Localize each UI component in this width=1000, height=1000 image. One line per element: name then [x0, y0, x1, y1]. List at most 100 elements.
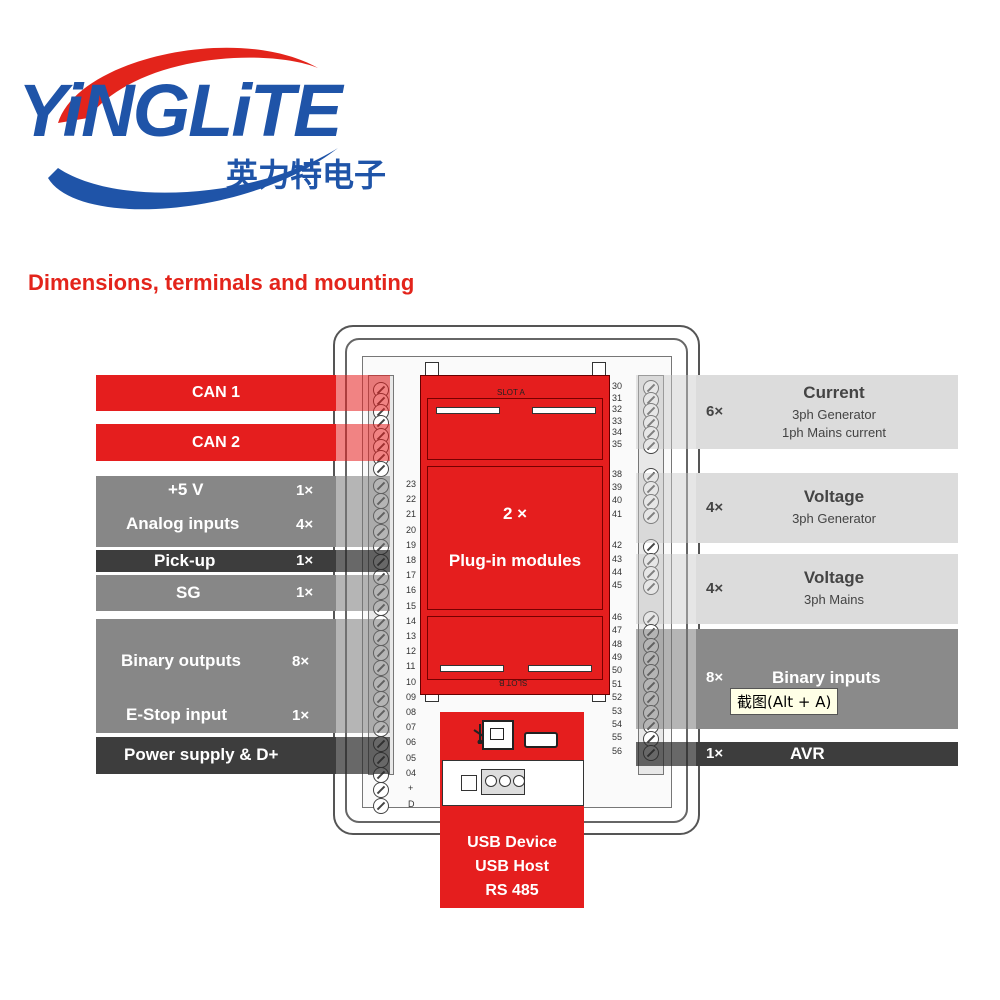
usb-device-port: [482, 720, 514, 750]
plugin-module-center: [427, 466, 603, 610]
can1-overlay: [336, 375, 390, 411]
terminal-number: 53: [612, 705, 623, 716]
terminal-number: 48: [612, 638, 623, 649]
plus5v-count: 1×: [296, 482, 314, 499]
terminal-number: 55: [612, 732, 623, 743]
page-title: Dimensions, terminals and mounting: [28, 270, 415, 295]
terminal-number: 50: [612, 665, 623, 676]
usb-host-label: USB Host: [475, 858, 549, 875]
usb-symbol-icon: [470, 722, 490, 745]
terminal-screw: [643, 507, 659, 524]
avr-count: 1×: [706, 745, 724, 762]
terminal-number: 21: [406, 509, 417, 520]
voltage-gen-overlay: [636, 473, 696, 543]
terminal-number: 09: [406, 691, 417, 702]
terminal-number: 39: [612, 482, 623, 492]
terminal-number: 54: [612, 719, 623, 729]
terminal-number: 05: [406, 752, 417, 763]
power-overlay: [336, 737, 390, 774]
logo-chinese-name: 英力特电子: [226, 156, 387, 194]
terminal-number: 49: [612, 652, 623, 662]
terminal-number: 32: [612, 404, 623, 415]
terminal-number: 22: [406, 494, 417, 505]
plus5v-label: +5 V: [168, 480, 204, 499]
binary-outputs-band: Binary outputs 8× E-Stop input 1×: [96, 619, 336, 733]
voltage-mains-sub: 3ph Mains: [804, 592, 864, 607]
mounting-hole: [592, 362, 606, 376]
voltage-gen-band: 4× Voltage 3ph Generator: [696, 473, 958, 543]
terminal-number: 47: [612, 625, 623, 636]
current-sub1: 3ph Generator: [792, 407, 876, 422]
terminal-screw: [373, 461, 389, 477]
rs485-label: RS 485: [485, 882, 539, 899]
slot-b: [427, 616, 603, 680]
terminal-number: 08: [406, 707, 417, 717]
current-label: Current: [803, 383, 865, 402]
sg-band: SG 1×: [96, 575, 336, 611]
terminal-number: 40: [612, 495, 623, 506]
terminal-number: 06: [406, 737, 417, 748]
voltage-gen-sub: 3ph Generator: [792, 511, 876, 526]
pickup-overlay: [336, 550, 390, 572]
slot-b-label: SLOT B: [499, 678, 528, 687]
terminal-number: 31: [612, 392, 623, 403]
terminal-number: 34: [612, 427, 623, 438]
estop-label: E-Stop input: [126, 705, 228, 724]
terminal-number: 15: [406, 600, 417, 611]
terminal-screw: [373, 798, 389, 814]
can1-label: CAN 1: [191, 384, 240, 401]
terminal-screw: [373, 782, 389, 798]
current-overlay: [636, 375, 696, 449]
logo-swoosh-icon: [48, 47, 338, 210]
sg-label: SG: [176, 583, 201, 602]
analog-band: +5 V 1× Analog inputs 4×: [96, 476, 336, 547]
sg-count: 1×: [296, 584, 314, 601]
terminal-number: 18: [406, 555, 417, 565]
voltage-mains-overlay: [636, 554, 696, 624]
terminal-number: 17: [406, 570, 417, 581]
mounting-hole: [425, 362, 439, 376]
voltage-gen-label: Voltage: [803, 487, 865, 506]
binary-outputs-count: 8×: [292, 653, 310, 670]
binary-outputs-label: Binary outputs: [121, 651, 241, 670]
analog-label: Analog inputs: [126, 514, 240, 533]
can2-overlay: [336, 424, 390, 461]
binary-inputs-label: Binary inputs: [772, 668, 881, 687]
power-label: Power supply & D+: [124, 745, 279, 764]
terminal-screw: [643, 579, 659, 596]
terminal-number: 11: [406, 661, 416, 672]
slot-a: [427, 398, 603, 460]
binary-outputs-overlay: [336, 619, 390, 733]
terminal-screw: [643, 438, 659, 454]
usb-device-label: USB Device: [467, 834, 557, 851]
usb-rs485-area: USB Device USB Host RS 485: [440, 712, 584, 908]
plugin-modules-area: SLOT A SLOT B 2 × Plug-in modules: [420, 375, 610, 695]
analog-count: 4×: [296, 516, 314, 533]
screenshot-tooltip: 截图(Alt + A): [730, 688, 839, 715]
can1-band: CAN 1: [96, 375, 336, 411]
binary-inputs-overlay: [636, 629, 696, 729]
terminal-mark: +: [408, 783, 414, 793]
plugin-count: 2 ×: [502, 504, 528, 523]
pickup-count: 1×: [296, 552, 314, 569]
logo-wordmark: YiNGLiTE: [18, 69, 342, 152]
analog-overlay: [336, 476, 390, 547]
terminal-number: 56: [612, 745, 623, 756]
slot-a-label: SLOT A: [497, 388, 525, 397]
voltage-mains-label: Voltage: [803, 568, 865, 587]
pickup-label: Pick-up: [154, 551, 216, 570]
avr-overlay: [636, 742, 696, 766]
voltage-mains-band: 4× Voltage 3ph Mains: [696, 554, 958, 624]
can2-label: CAN 2: [191, 433, 240, 451]
terminal-number: 14: [406, 615, 417, 626]
power-band: Power supply & D+: [96, 737, 336, 774]
terminal-number: 45: [612, 580, 623, 591]
terminal-number: 44: [612, 567, 623, 577]
voltage-gen-count: 4×: [706, 499, 724, 516]
terminal-number: 35: [612, 439, 623, 449]
terminal-number: 16: [406, 585, 417, 596]
terminal-mark: D: [408, 799, 415, 809]
estop-count: 1×: [292, 707, 310, 724]
